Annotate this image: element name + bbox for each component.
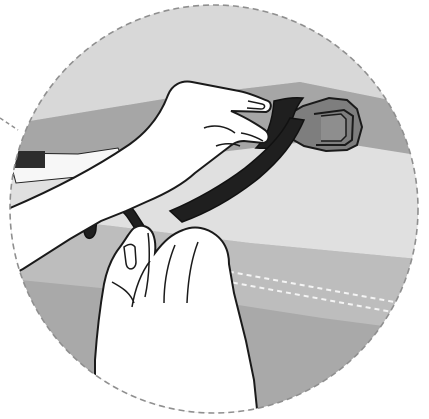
lower-hand-crease-4: [186, 241, 199, 304]
left-dark-block: [12, 151, 45, 168]
lower-hand: [94, 224, 260, 413]
strap-main: [168, 117, 306, 223]
buckle-slot: [320, 113, 347, 142]
upper-fingertip-line: [240, 132, 264, 142]
stitch-line-right-lower: [223, 280, 404, 315]
lower-hand-crease-3: [163, 244, 176, 304]
buckle-frame-outline: [313, 108, 355, 146]
stitch-line-right-upper: [219, 269, 401, 304]
lower-thumb-tip: [123, 243, 137, 270]
callout-leader: [0, 117, 19, 131]
upper-thumb-nail: [246, 100, 266, 110]
upper-hand-crease-2: [215, 143, 241, 147]
upper-hand-crease-1: [203, 125, 236, 134]
upper-hand: [10, 80, 272, 283]
lower-hand-crease-5: [111, 281, 135, 304]
lower-hand-crease-2: [131, 260, 151, 308]
detail-circle-frame: [9, 4, 419, 414]
